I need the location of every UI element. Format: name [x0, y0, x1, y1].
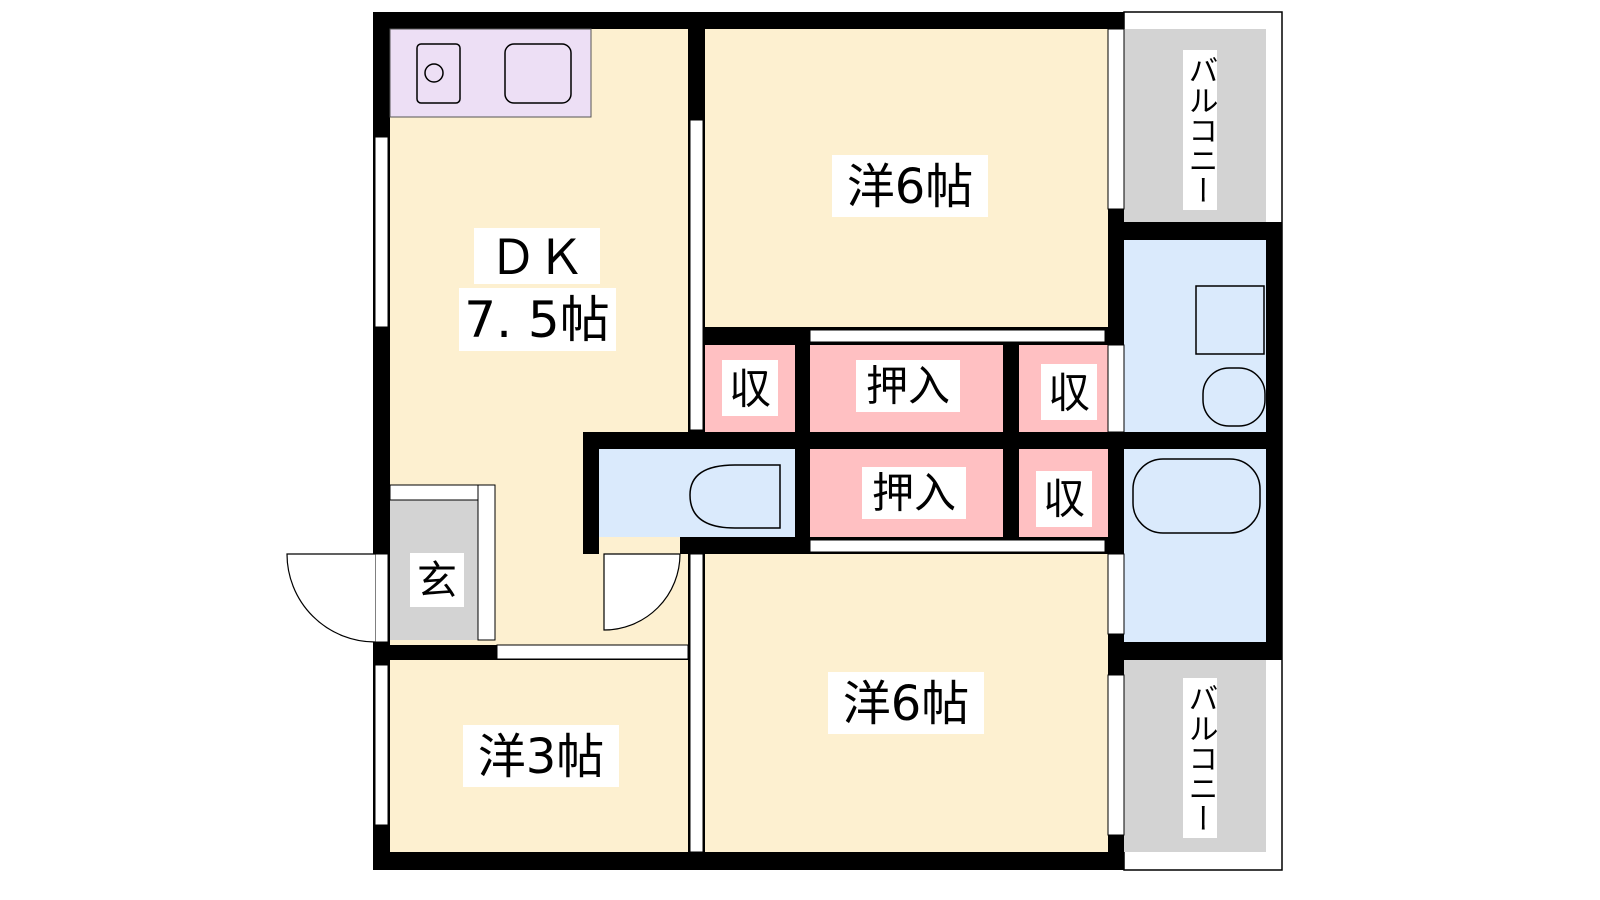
toilet-room — [599, 449, 795, 537]
toilet-icon — [689, 464, 781, 529]
washer-icon — [1195, 285, 1265, 355]
toilet-door[interactable] — [603, 553, 681, 631]
western-small-label: 洋3帖 — [478, 729, 605, 785]
closet-sliding-door[interactable] — [809, 539, 1106, 553]
sliding-door[interactable] — [689, 119, 704, 431]
window — [374, 136, 389, 328]
storage-left-top-label: 収 — [729, 365, 771, 414]
dk-label: ＤＫ — [489, 230, 585, 286]
dk-size-label: 7. 5帖 — [464, 291, 609, 349]
bathroom-door[interactable] — [1107, 553, 1125, 635]
sliding-door[interactable] — [689, 553, 704, 853]
balcony-top-label: バルコニー — [1183, 55, 1218, 205]
kitchen-counter — [389, 28, 592, 118]
window — [1107, 28, 1125, 210]
storage-right-bottom-label: 収 — [1043, 475, 1085, 524]
closet-sliding-door[interactable] — [809, 329, 1106, 343]
storage-right-top-label: 収 — [1048, 369, 1090, 418]
closet-bottom-label: 押入 — [872, 469, 956, 518]
bathtub-icon — [1132, 458, 1261, 534]
bathroom — [1124, 449, 1266, 642]
stove-icon — [416, 43, 461, 104]
sink-icon — [504, 43, 572, 104]
window — [374, 664, 389, 826]
washbasin-icon — [1202, 367, 1266, 427]
sliding-door[interactable] — [496, 644, 689, 660]
western-bottom-label: 洋6帖 — [843, 676, 970, 732]
balcony-bottom-label: バルコニー — [1183, 683, 1218, 833]
western-top-label: 洋6帖 — [847, 159, 974, 215]
window — [1107, 674, 1125, 836]
closet-top-label: 押入 — [866, 362, 950, 411]
washroom — [1124, 240, 1266, 432]
entrance-door[interactable] — [286, 553, 376, 643]
entrance-label: 玄 — [417, 558, 457, 604]
